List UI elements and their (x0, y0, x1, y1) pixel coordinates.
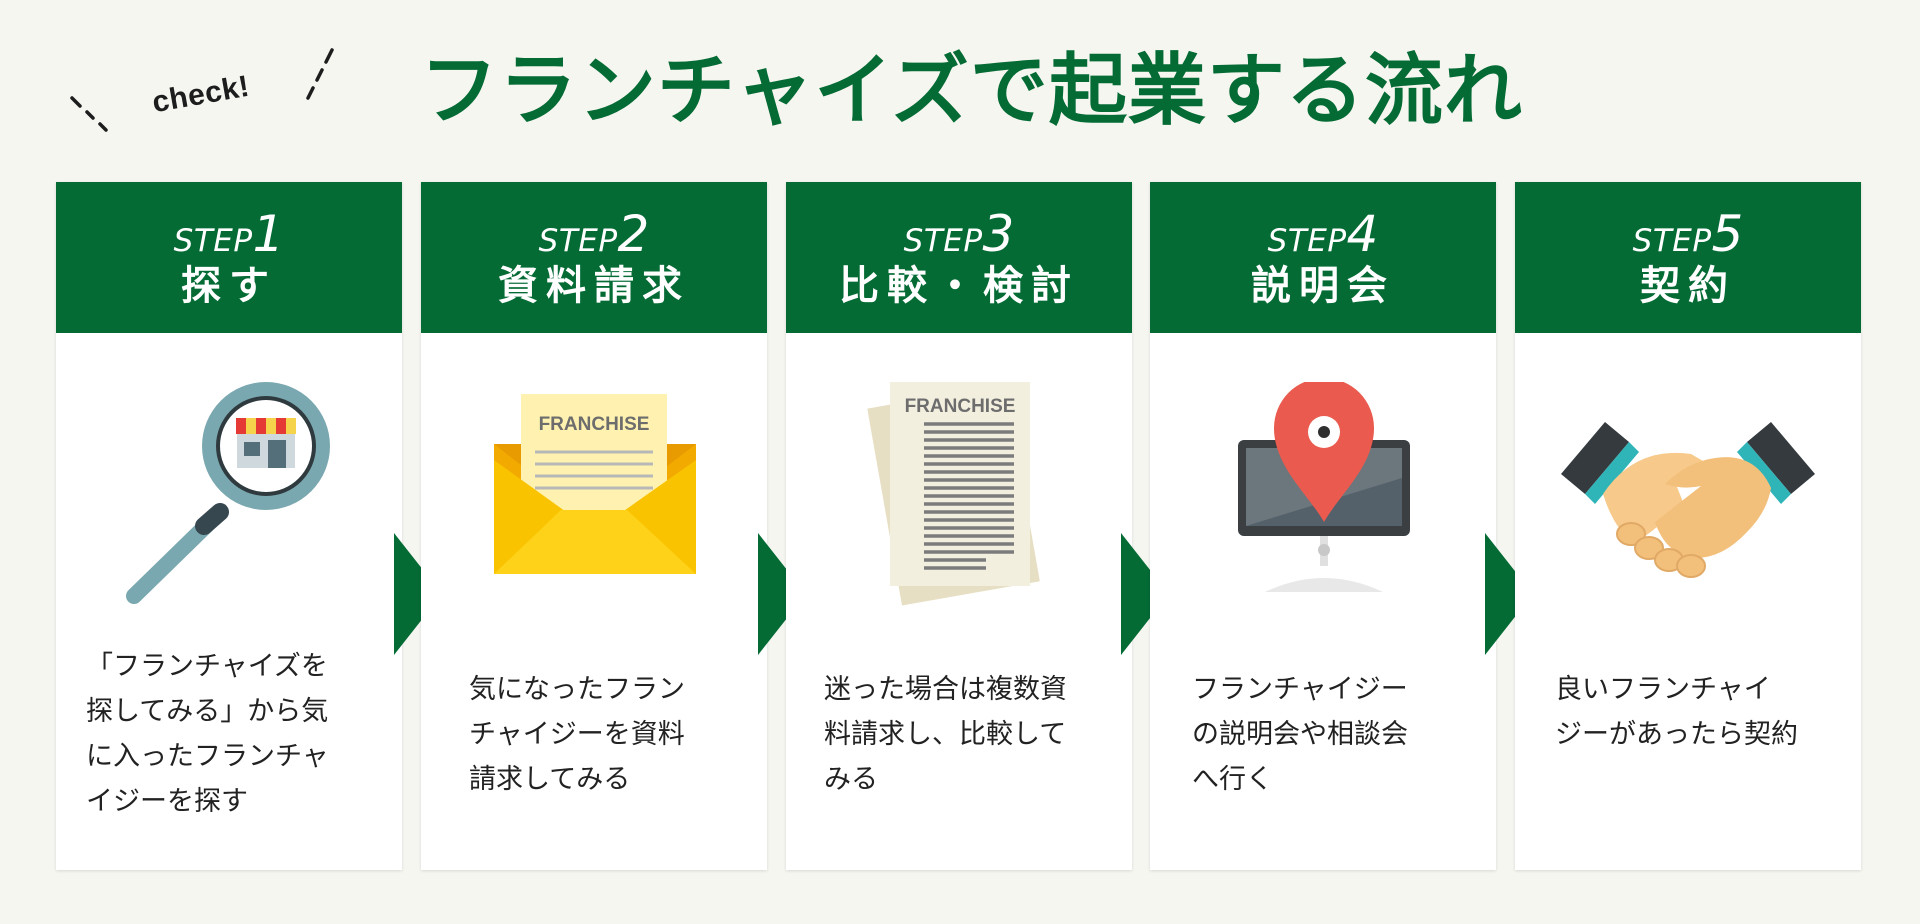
step-title: 資料請求 (498, 263, 690, 309)
step-word: STEP (1267, 223, 1347, 259)
document-label: FRANCHISE (905, 396, 1016, 417)
step-title: 探す (181, 263, 277, 309)
step-word: STEP (538, 223, 618, 259)
step-word: STEP (1632, 223, 1712, 259)
next-arrow-icon (1485, 533, 1533, 655)
step-card-2: STEP2 資料請求 FRANCHISE 気になったフラン チャイジーを資料 請… (421, 182, 767, 870)
sparkle-lines-icon (70, 48, 334, 132)
step-number: 1 (252, 205, 285, 263)
step-description: フランチャイジー の説明会や相談会 へ行く (1192, 674, 1408, 795)
envelope-document-icon: FRANCHISE (494, 394, 696, 574)
step-number: 5 (1711, 205, 1744, 263)
documents-stack-icon: FRANCHISE (867, 382, 1040, 606)
step-header: STEP1 探す (56, 182, 402, 333)
page-title: フランチャイズで起業する流れ (420, 46, 1523, 136)
next-arrow-icon (1121, 533, 1169, 655)
step-description: 迷った場合は複数資 料請求し、比較して みる (824, 674, 1067, 795)
next-arrow-icon (758, 533, 806, 655)
step-number: 2 (617, 205, 650, 263)
magnifier-store-icon (126, 382, 330, 604)
step-title: 比較・検討 (839, 263, 1079, 309)
step-header: STEP5 契約 (1515, 182, 1861, 333)
document-label: FRANCHISE (539, 414, 650, 435)
step-number: 3 (982, 205, 1015, 263)
step-description: 「フランチャイズを 探してみる」から気 に入ったフランチャ イジーを探す (86, 651, 329, 817)
step-card-1: STEP1 探す 「フランチャイズを 探してみる」から気 に入ったフランチャ イ… (56, 182, 402, 870)
step-description: 気になったフラン チャイジーを資料 請求してみる (469, 674, 685, 795)
monitor-location-pin-icon (1238, 382, 1410, 592)
step-number: 4 (1346, 205, 1379, 263)
header: check! フランチャイズで起業する流れ (0, 0, 1920, 175)
step-title: 契約 (1640, 263, 1736, 309)
step-card-3: STEP3 比較・検討 FRANCHISE (786, 182, 1132, 870)
next-arrow-icon (394, 533, 442, 655)
step-card-4: STEP4 説明会 フランチャイジー の説明会や相談会 へ行く (1150, 182, 1496, 870)
step-word: STEP (173, 223, 253, 259)
step-header: STEP4 説明会 (1150, 182, 1496, 333)
handshake-icon (1561, 422, 1815, 578)
check-badge: check! (60, 40, 350, 150)
step-description: 良いフランチャイ ジーがあったら契約 (1555, 674, 1798, 750)
step-header: STEP2 資料請求 (421, 182, 767, 333)
step-word: STEP (903, 223, 983, 259)
step-title: 説明会 (1251, 263, 1395, 309)
step-header: STEP3 比較・検討 (786, 182, 1132, 333)
step-card-5: STEP5 契約 良いフランチャイ ジーがあったら契約 (1515, 182, 1861, 870)
